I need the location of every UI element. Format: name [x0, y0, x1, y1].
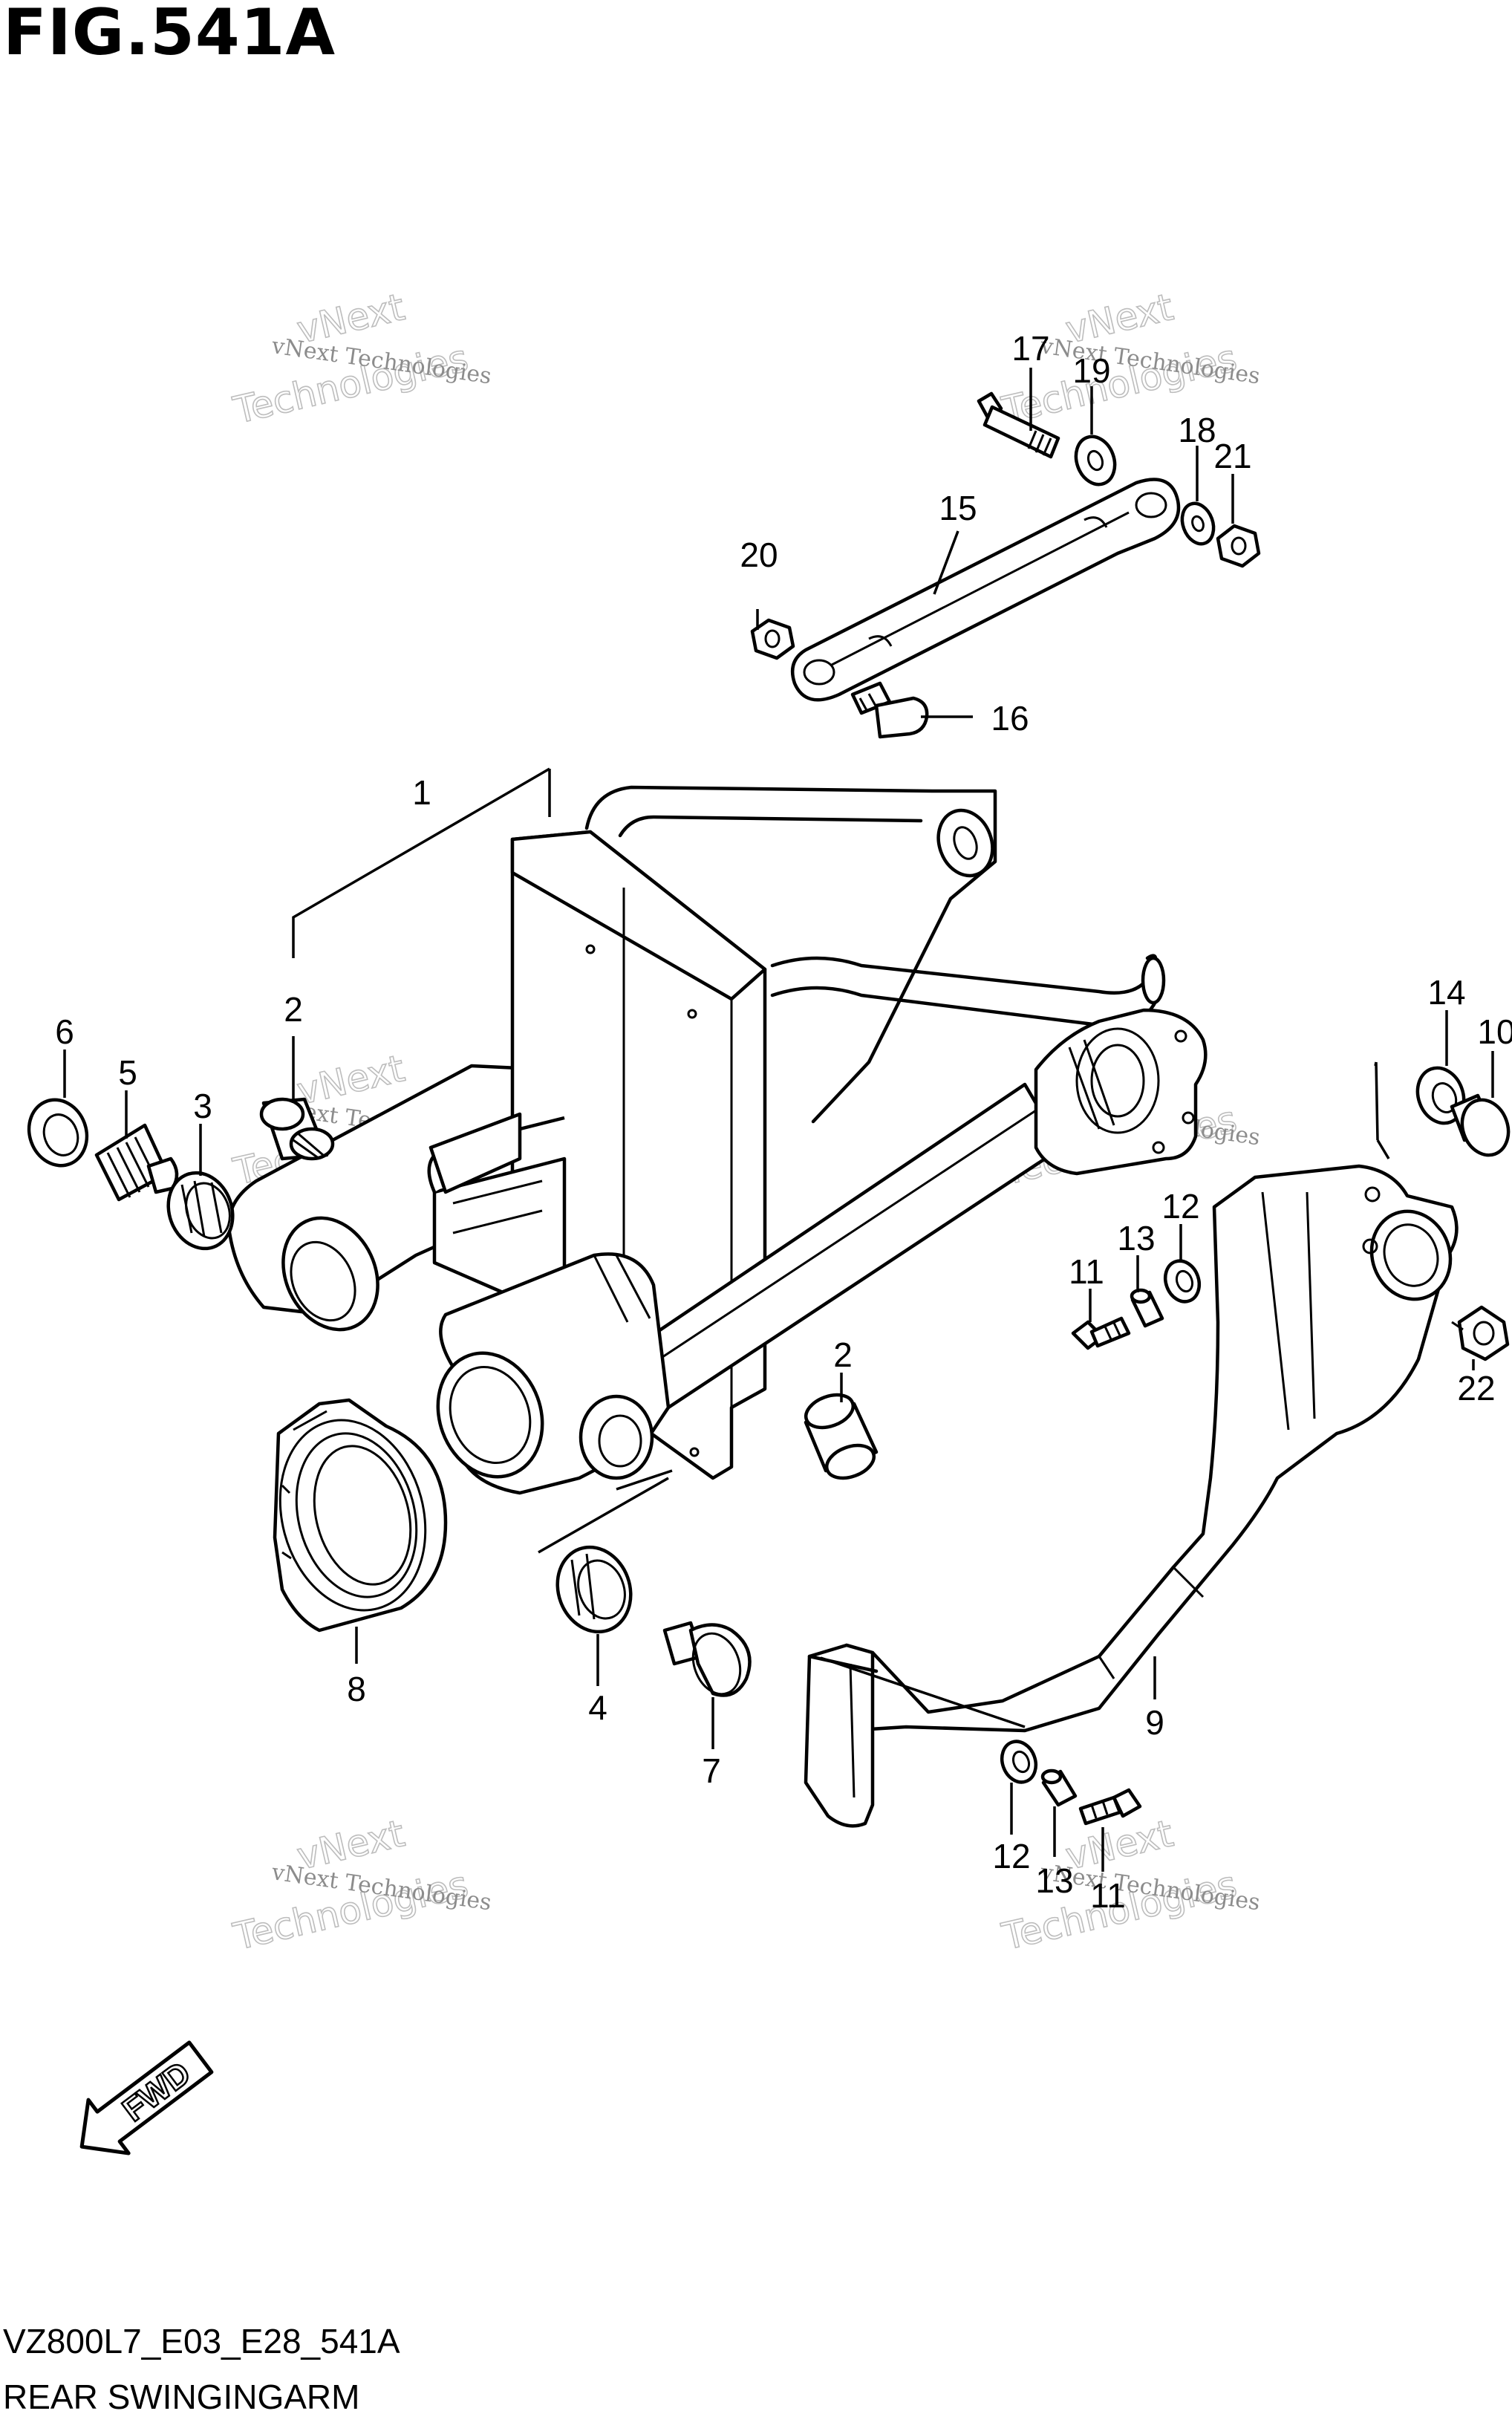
part-11-bolt-upper [1071, 1316, 1131, 1350]
part-3-bearing [166, 1171, 235, 1251]
figure-title: FIG.541A [3, 0, 336, 70]
part-21-nut [1216, 524, 1261, 568]
part-1-swingarm [227, 785, 1208, 1495]
callout-11-upper: 11 [1069, 1252, 1104, 1291]
part-17-bolt [977, 391, 1060, 459]
part-22-nut [1451, 1305, 1510, 1361]
part-9-guideline [820, 1656, 1026, 1728]
part-12-washer-upper [1163, 1259, 1202, 1304]
part-2-bushing-lower [804, 1393, 879, 1480]
part-18-washer [1180, 501, 1216, 546]
part-4-bearing [555, 1545, 633, 1634]
callout-19: 19 [1072, 351, 1110, 390]
part-13-collar-lower [1040, 1768, 1078, 1807]
part-13-collar-upper [1130, 1288, 1164, 1328]
part-16-bolt [850, 681, 929, 739]
callout-5: 5 [118, 1053, 137, 1092]
part-10-pivot-bolt [1450, 1093, 1511, 1157]
callout-11-lower: 11 [1090, 1876, 1126, 1915]
part-8-boot [273, 1398, 448, 1633]
callout-2-upper: 2 [284, 990, 303, 1029]
callout-4: 4 [588, 1688, 607, 1727]
callout-6: 6 [55, 1012, 74, 1051]
callout-12-upper: 12 [1161, 1187, 1199, 1226]
fwd-arrow-icon: FWD [79, 2040, 214, 2155]
leader-lines [63, 368, 1494, 1872]
part-2-guideline [616, 1469, 673, 1491]
callout-21: 21 [1213, 437, 1251, 475]
part-11-bolt-lower [1078, 1788, 1142, 1826]
callout-2-lower: 2 [833, 1335, 853, 1374]
part-2-bushing-upper [259, 1097, 335, 1161]
diagram-caption: REAR SWINGINGARM [3, 2378, 360, 2416]
part-9-swingarm-right-arm [804, 1164, 1459, 1828]
part-19-washer [1074, 435, 1117, 487]
callout-20: 20 [740, 536, 778, 574]
callout-9: 9 [1145, 1703, 1164, 1742]
callout-8: 8 [347, 1670, 366, 1708]
part-12-washer-lower [1000, 1740, 1038, 1784]
callout-16: 16 [991, 699, 1029, 738]
part-20-nut [750, 618, 795, 660]
part-15-torque-link [790, 478, 1181, 702]
callout-10: 10 [1477, 1012, 1512, 1051]
part-4-guideline [538, 1477, 669, 1554]
callout-1-bracket [292, 767, 551, 958]
callout-22: 22 [1457, 1369, 1495, 1408]
part-6-seal [27, 1098, 89, 1168]
part-14-guideline [1374, 1061, 1390, 1159]
callout-labels: 1 2 2 3 4 5 6 7 8 9 10 11 11 12 12 13 13… [55, 329, 1512, 1915]
callout-3: 3 [193, 1087, 212, 1125]
callout-13-lower: 13 [1035, 1861, 1073, 1900]
callout-12-lower: 12 [992, 1837, 1030, 1875]
watermark-top-left: Technologies vNext vNext Technologies [229, 285, 493, 433]
callout-14: 14 [1427, 973, 1465, 1012]
callout-15: 15 [939, 489, 977, 527]
part-5-adjuster-bolt [94, 1123, 179, 1202]
diagram-code: VZ800L7_E03_E28_541A [3, 2322, 400, 2360]
callout-13-upper: 13 [1117, 1219, 1155, 1257]
part-7-plug-bolt [662, 1621, 752, 1697]
callout-7: 7 [702, 1751, 721, 1790]
callout-1: 1 [412, 773, 431, 812]
watermark-bottom-left: Technologies vNext vNext Technologies [229, 1812, 493, 1959]
callout-17: 17 [1011, 329, 1049, 368]
callout-18: 18 [1178, 411, 1216, 449]
